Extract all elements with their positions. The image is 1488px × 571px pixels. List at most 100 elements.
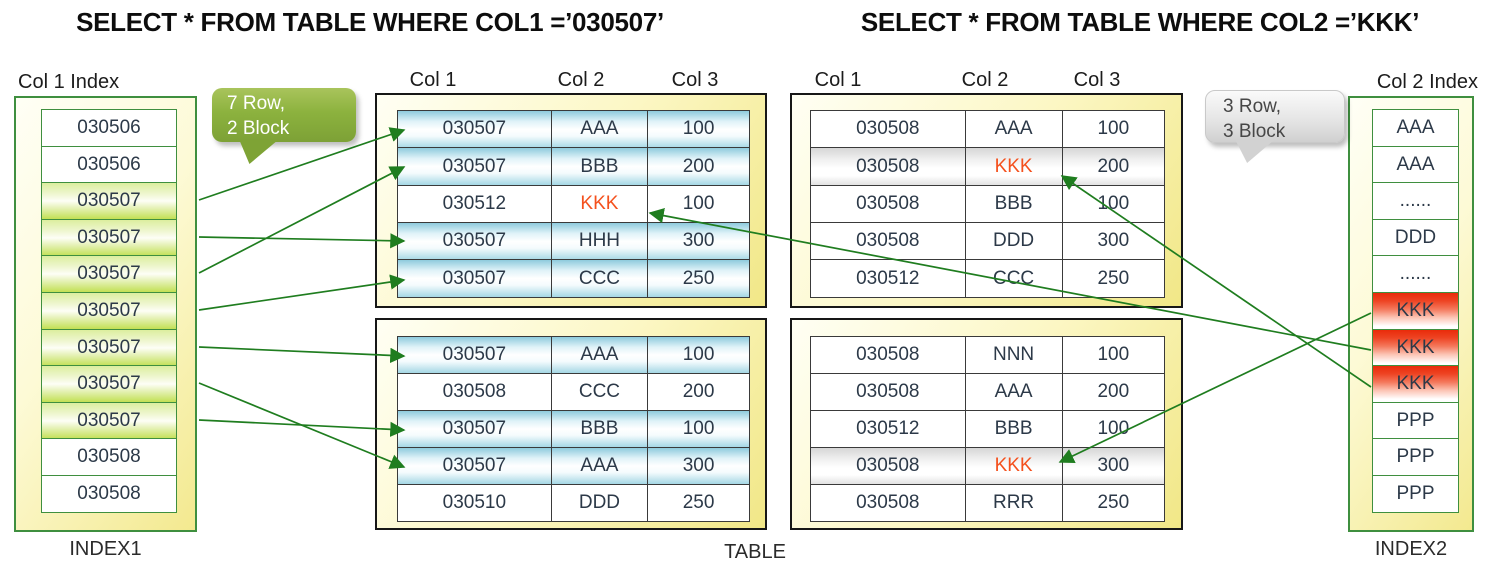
index-row: 030506 bbox=[41, 145, 177, 184]
cell-col3: 300 bbox=[647, 447, 749, 485]
cell-col1: 030512 bbox=[442, 192, 507, 214]
cell-col3: 100 bbox=[647, 111, 749, 148]
cell-col2: BBB bbox=[964, 410, 1062, 448]
cell-col1: 030507 bbox=[442, 118, 507, 140]
cell-col2: RRR bbox=[964, 484, 1062, 522]
arrow-index1-r7-to-bottomleft-r1 bbox=[198, 346, 406, 364]
cell-col1: 030507 bbox=[442, 454, 507, 476]
cell-col3: 100 bbox=[1061, 111, 1164, 148]
cell-col2: BBB bbox=[550, 148, 648, 185]
table-row: 030508 NNN 100 bbox=[810, 336, 1165, 375]
table-row: 030508 CCC 200 bbox=[397, 372, 750, 412]
index2-caption: INDEX2 bbox=[1374, 538, 1448, 560]
cell-col2: BBB bbox=[964, 185, 1062, 223]
cell-col3: 100 bbox=[647, 185, 749, 223]
cell-col2: DDD bbox=[550, 484, 648, 522]
sql-query-title-col1: SELECT * FROM TABLE WHERE COL1 =’030507’ bbox=[76, 7, 664, 37]
cell-col2: BBB bbox=[550, 410, 648, 448]
index-row-highlighted: KKK bbox=[1372, 365, 1459, 404]
index2-title: Col 2 Index bbox=[1376, 71, 1478, 93]
cell-col1: 030508 bbox=[856, 155, 920, 177]
callout-3row-3block: 3 Row, 3 Block bbox=[1205, 90, 1345, 163]
column-header-col3-right: Col 3 bbox=[1073, 69, 1121, 91]
cell-col2: CCC bbox=[550, 260, 648, 297]
index-row: 030508 bbox=[41, 438, 177, 477]
cell-col1: 030510 bbox=[442, 491, 507, 513]
cell-col1: 030512 bbox=[856, 267, 920, 289]
arrow-index1-r8-to-bottomleft-r4 bbox=[198, 382, 406, 469]
table-rows: 030508 AAA 100 030508 KKK 200 030508 BBB… bbox=[810, 110, 1165, 298]
cell-col1: 030508 bbox=[856, 230, 920, 252]
callout-line1: 7 Row, bbox=[227, 93, 286, 114]
cell-col1: 030507 bbox=[442, 155, 507, 177]
table-row: 030512 CCC 250 bbox=[810, 259, 1165, 298]
cell-col1: 030508 bbox=[442, 381, 507, 403]
table-row: 030508 AAA 100 bbox=[810, 110, 1165, 149]
table-block-top-left: 030507 AAA 100 030507 BBB 200 030512 KKK… bbox=[375, 93, 767, 308]
index1-block: 030506 030506 030507 030507 030507 03050… bbox=[14, 96, 197, 532]
cell-col1: 030507 bbox=[442, 418, 507, 440]
cell-col3: 250 bbox=[647, 260, 749, 297]
cell-col1: 030507 bbox=[442, 344, 507, 366]
table-row: 030512 KKK 100 bbox=[397, 184, 750, 224]
index-row-highlighted: 030507 bbox=[41, 328, 177, 367]
cell-col1: 030508 bbox=[856, 454, 920, 476]
cell-col3: 250 bbox=[1061, 484, 1164, 522]
index1-rows: 030506 030506 030507 030507 030507 03050… bbox=[41, 109, 177, 513]
cell-col2: AAA bbox=[550, 337, 648, 374]
table-row-highlighted: 030507 BBB 200 bbox=[397, 147, 750, 186]
callout-7row-2block: 7 Row, 2 Block bbox=[212, 88, 356, 164]
index-row: ...... bbox=[1372, 182, 1459, 221]
table-rows: 030507 AAA 100 030507 BBB 200 030512 KKK… bbox=[397, 110, 750, 298]
table-row-highlighted: 030507 CCC 250 bbox=[397, 259, 750, 298]
table-row-highlighted: 030507 AAA 100 bbox=[397, 336, 750, 375]
cell-col3: 200 bbox=[647, 148, 749, 185]
cell-col2-kkk: KKK bbox=[550, 185, 648, 223]
table-row-highlighted: 030508 KKK 200 bbox=[810, 147, 1165, 186]
index-row-highlighted: 030507 bbox=[41, 182, 177, 221]
table-block-bottom-left: 030507 AAA 100 030508 CCC 200 030507 BBB… bbox=[375, 318, 767, 530]
table-row: 030508 BBB 100 bbox=[810, 184, 1165, 224]
cell-col3: 100 bbox=[647, 410, 749, 448]
index-row-highlighted: KKK bbox=[1372, 328, 1459, 367]
cell-col2-kkk: KKK bbox=[964, 148, 1062, 185]
table-row-highlighted: 030507 HHH 300 bbox=[397, 222, 750, 261]
cell-col1: 030507 bbox=[442, 267, 507, 289]
cell-col3: 200 bbox=[647, 373, 749, 411]
cell-col2: CCC bbox=[550, 373, 648, 411]
callout-line2: 2 Block bbox=[227, 118, 290, 139]
index-row-highlighted: KKK bbox=[1372, 291, 1459, 330]
table-block-bottom-right: 030508 NNN 100 030508 AAA 200 030512 BBB… bbox=[790, 318, 1183, 530]
arrow-index1-r9-to-bottomleft-r3 bbox=[198, 419, 406, 437]
index-row-highlighted: 030507 bbox=[41, 291, 177, 330]
cell-col3: 250 bbox=[1061, 260, 1164, 297]
index-row: DDD bbox=[1372, 218, 1459, 257]
table-row: 030510 DDD 250 bbox=[397, 483, 750, 523]
index2-rows: AAA AAA ...... DDD ...... KKK KKK KKK PP… bbox=[1372, 109, 1459, 513]
table-row-highlighted: 030508 KKK 300 bbox=[810, 446, 1165, 486]
cell-col3: 100 bbox=[1061, 410, 1164, 448]
callout-line2: 3 Block bbox=[1223, 121, 1286, 142]
column-header-col3-left: Col 3 bbox=[671, 69, 719, 91]
table-row: 030508 DDD 300 bbox=[810, 222, 1165, 261]
index-row: 030506 bbox=[41, 109, 177, 147]
cell-col3: 100 bbox=[647, 337, 749, 374]
cell-col2: DDD bbox=[964, 223, 1062, 260]
cell-col1: 030508 bbox=[856, 381, 920, 403]
column-header-col1-left: Col 1 bbox=[409, 69, 457, 91]
cell-col3: 100 bbox=[1061, 185, 1164, 223]
index-row: PPP bbox=[1372, 401, 1459, 440]
index-row: 030508 bbox=[41, 474, 177, 513]
cell-col2: NNN bbox=[964, 337, 1062, 374]
column-header-col2-right: Col 2 bbox=[961, 69, 1009, 91]
cell-col1: 030508 bbox=[856, 192, 920, 214]
table-row: 030508 RRR 250 bbox=[810, 483, 1165, 523]
cell-col3: 300 bbox=[647, 223, 749, 260]
cell-col2: HHH bbox=[550, 223, 648, 260]
index1-caption: INDEX1 bbox=[69, 538, 142, 560]
sql-query-title-col2: SELECT * FROM TABLE WHERE COL2 =’KKK’ bbox=[860, 7, 1420, 37]
index-row-highlighted: 030507 bbox=[41, 255, 177, 294]
cell-col1: 030508 bbox=[856, 344, 920, 366]
cell-col3: 200 bbox=[1061, 373, 1164, 411]
